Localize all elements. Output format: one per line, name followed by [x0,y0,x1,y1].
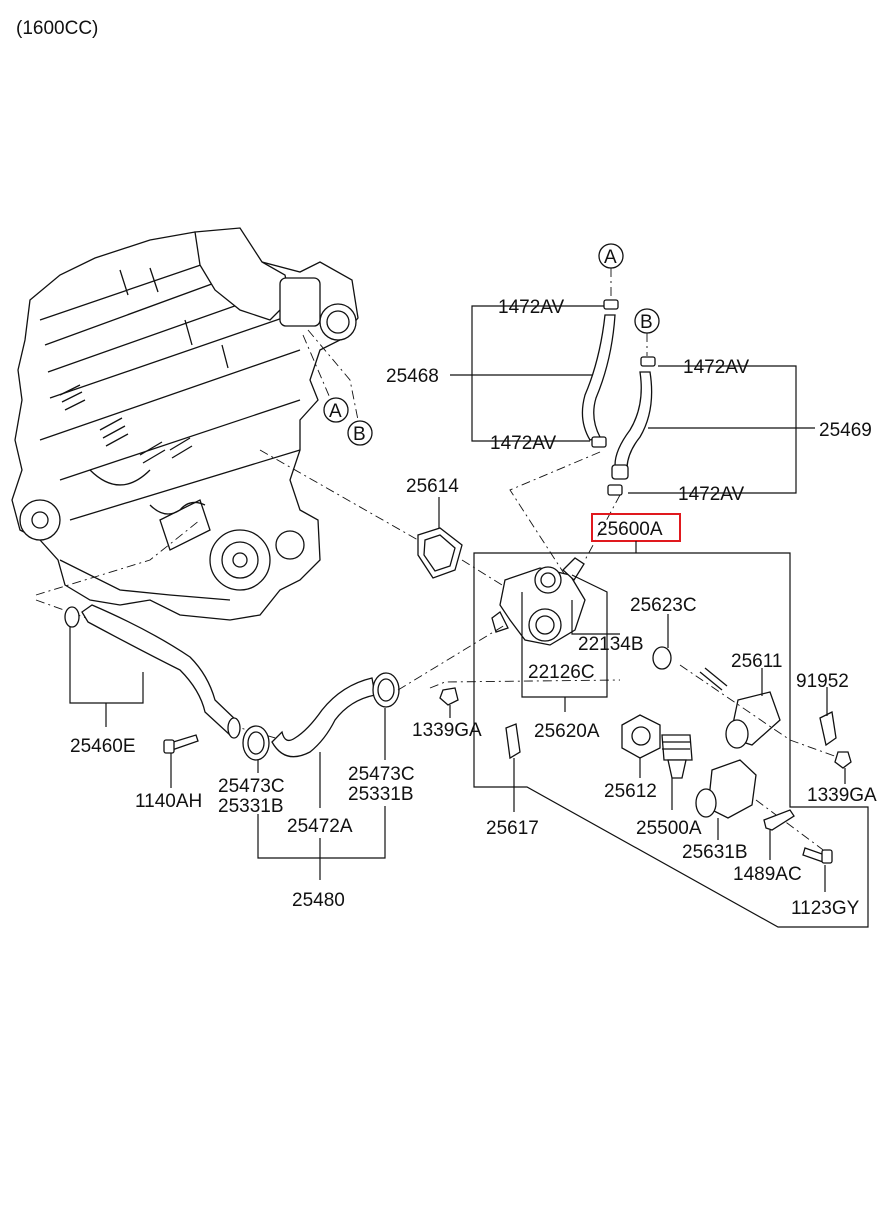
label-1339ga-left: 1339GA [412,720,482,741]
label-1489ac: 1489AC [733,864,802,885]
label-25468: 25468 [386,366,439,387]
ref-b-engine: B [347,420,373,446]
label-25331b-left: 25331B [218,796,284,817]
thermostat-housing [491,557,586,646]
label-25469: 25469 [819,420,872,441]
ref-a-hose: A [598,243,624,269]
svg-text:B: B [353,424,366,445]
label-25620a: 25620A [534,721,600,742]
label-25500a: 25500A [636,818,702,839]
label-25612: 25612 [604,781,657,802]
svg-text:A: A [604,247,617,268]
ref-a-engine: A [323,397,349,423]
label-25480: 25480 [292,890,345,911]
label-25631b: 25631B [682,842,748,863]
ref-b-hose: B [634,308,660,334]
label-1472av-top: 1472AV [498,297,565,318]
thermostat [661,734,693,779]
label-1140ah: 1140AH [135,791,202,812]
label-1472av-mid: 1472AV [490,433,557,454]
label-25614: 25614 [406,476,459,497]
label-22126c: 22126C [528,662,595,683]
label-91952: 91952 [796,671,849,692]
engine-label: (1600CC) [16,18,98,39]
label-1123gy: 1123GY [791,898,860,919]
label-25611: 25611 [731,651,782,672]
svg-text:B: B [640,312,653,333]
label-1339ga-right: 1339GA [807,785,877,806]
label-25617: 25617 [486,818,539,839]
label-22134b: 22134B [578,634,644,655]
svg-text:A: A [329,401,342,422]
label-25623c: 25623C [630,595,697,616]
label-25331b-right: 25331B [348,784,414,805]
label-25600a[interactable]: 25600A [597,519,663,540]
label-1472av-right: 1472AV [683,357,750,378]
label-25460e: 25460E [70,736,136,757]
engine-block-illustration [11,227,359,621]
label-25473c-left: 25473C [218,776,285,797]
label-25472a: 25472A [287,816,353,837]
label-1472av-bottom: 1472AV [678,484,745,505]
label-25473c-right: 25473C [348,764,415,785]
